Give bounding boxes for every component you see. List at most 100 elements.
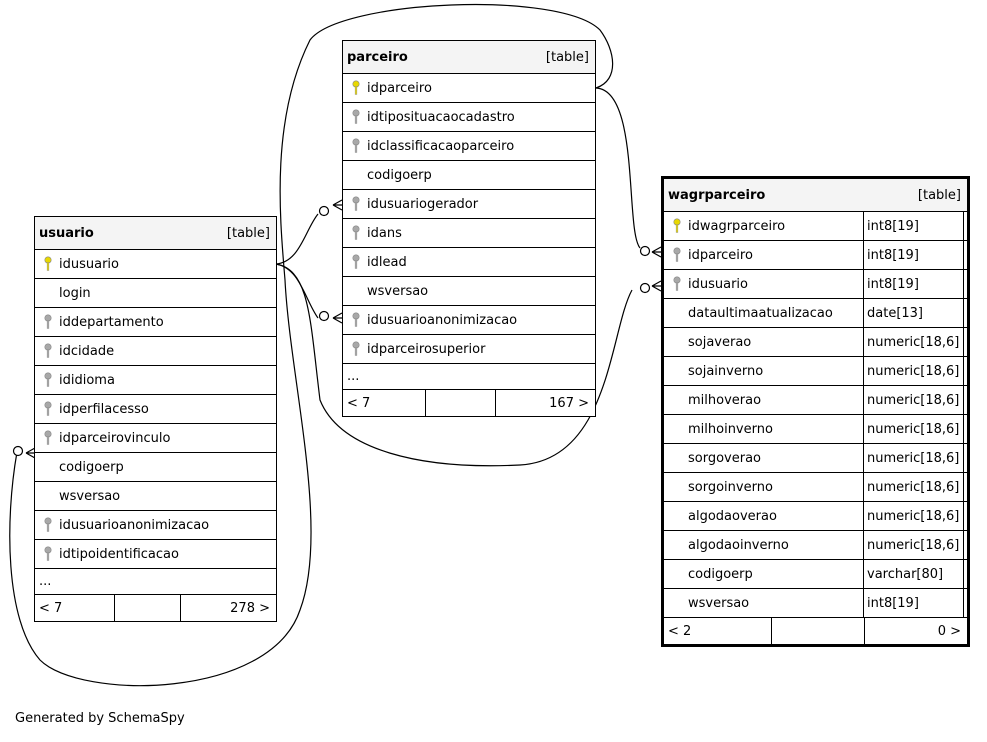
column-row[interactable]: ididioma [35,366,276,395]
column-row[interactable]: codigoerp [343,161,595,190]
column-row[interactable]: idusuario int8[19] [664,270,967,299]
column-type: numeric[18,6] [863,473,963,501]
column-name: codigoerp [367,167,432,183]
column-row[interactable]: algodaoinverno numeric[18,6] [664,531,967,560]
column-row[interactable]: idcidade [35,337,276,366]
column-spacer [668,531,686,560]
column-divider [963,270,964,298]
column-row[interactable]: idclassificacaoparceiro [343,132,595,161]
edge-usuario-parceiro-anonimizacao [275,263,319,319]
children-count[interactable]: 0 > [937,623,961,639]
foreign-key-icon [39,337,57,366]
column-row[interactable]: idlead [343,248,595,277]
parents-count[interactable]: < 7 [343,390,426,416]
column-name: algodaoinverno [688,537,789,553]
foreign-key-icon [39,540,57,569]
column-row[interactable]: idparceirosuperior [343,335,595,364]
column-type: numeric[18,6] [863,444,963,472]
foreign-key-icon [39,308,57,337]
column-name: codigoerp [688,566,753,582]
primary-key-icon [39,250,57,279]
column-row[interactable]: idtiposituacaocadastro [343,103,595,132]
edge-optional-marker [639,245,651,257]
footer-middle [772,618,865,644]
table-name: wagrparceiro [668,187,766,203]
table-kind: [table] [917,187,961,203]
edge-optional-marker [639,282,651,294]
edge-parceiro-usuario-parceirovinculo [9,3,614,687]
column-name: algodaoverao [688,508,777,524]
children-count[interactable]: 167 > [549,395,589,411]
column-spacer [668,328,686,357]
column-row[interactable]: idparceiro [343,74,595,103]
foreign-key-icon [347,103,365,132]
column-name: wsversao [59,488,121,504]
column-row[interactable]: idusuario [35,250,276,279]
column-name: idparceirosuperior [367,341,486,357]
footer-middle [426,390,496,416]
column-name: idclassificacaoparceiro [367,138,515,154]
column-name: sojainverno [688,363,764,379]
column-spacer [347,277,365,306]
column-type: int8[19] [863,270,963,298]
column-row[interactable]: idperfilacesso [35,395,276,424]
column-divider [963,357,964,385]
column-row[interactable]: login [35,279,276,308]
column-row[interactable]: idparceirovinculo [35,424,276,453]
more-columns: ... [343,364,595,390]
column-name: wsversao [688,595,750,611]
column-type: numeric[18,6] [863,531,963,559]
column-row[interactable]: sorgoinverno numeric[18,6] [664,473,967,502]
column-name: sorgoinverno [688,479,773,495]
table-header: parceiro [table] [343,41,595,74]
column-row[interactable]: idtipoidentificacao [35,540,276,569]
column-row[interactable]: wsversao [343,277,595,306]
table-kind: [table] [226,225,270,241]
foreign-key-icon [668,241,686,270]
column-row[interactable]: idusuarioanonimizacao [343,306,595,335]
table-name: parceiro [347,49,408,65]
parents-count[interactable]: < 7 [35,595,115,621]
column-row[interactable]: iddepartamento [35,308,276,337]
table-name: usuario [39,225,94,241]
column-spacer [668,299,686,328]
column-row[interactable]: codigoerp [35,453,276,482]
column-row[interactable]: algodaoverao numeric[18,6] [664,502,967,531]
column-name: ididioma [59,372,115,388]
column-divider [963,212,964,240]
column-type: numeric[18,6] [863,386,963,414]
column-row[interactable]: idusuarioanonimizacao [35,511,276,540]
parents-count[interactable]: < 2 [664,618,772,644]
column-spacer [668,473,686,502]
footer-middle [115,595,181,621]
column-name: dataultimaatualizacao [688,305,833,321]
foreign-key-icon [347,306,365,335]
column-row[interactable]: sojainverno numeric[18,6] [664,357,967,386]
children-count[interactable]: 278 > [230,600,270,616]
foreign-key-icon [347,248,365,277]
column-row[interactable]: idans [343,219,595,248]
column-row[interactable]: idusuariogerador [343,190,595,219]
foreign-key-icon [347,219,365,248]
column-row[interactable]: wsversao [35,482,276,511]
edge-optional-marker [318,310,330,322]
column-type: numeric[18,6] [863,357,963,385]
column-spacer [39,279,57,308]
column-name: idusuario [688,276,748,292]
column-type: numeric[18,6] [863,502,963,530]
table-header: wagrparceiro [table] [664,179,967,212]
